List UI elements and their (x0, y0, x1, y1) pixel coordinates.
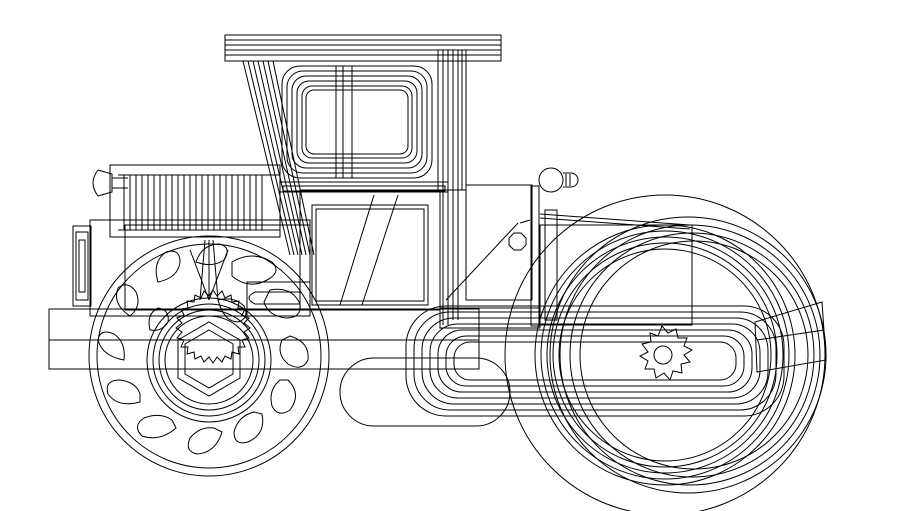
cab-window (281, 65, 433, 179)
rear-body (445, 184, 693, 326)
drum-hub (638, 325, 694, 381)
rear-hub-teeth (175, 289, 251, 364)
front-drum-roller (504, 194, 827, 511)
rear-hub (146, 239, 272, 423)
cab-side-panel (299, 189, 441, 311)
step (246, 281, 311, 317)
cab-roof (224, 34, 502, 62)
drum-yoke (339, 305, 785, 427)
engine-hood (89, 164, 311, 317)
rear-tire-treads (97, 243, 309, 455)
cab-frame (242, 49, 467, 325)
radiator-grille (72, 225, 92, 307)
engine-grille (118, 174, 280, 231)
headlight (92, 169, 128, 197)
